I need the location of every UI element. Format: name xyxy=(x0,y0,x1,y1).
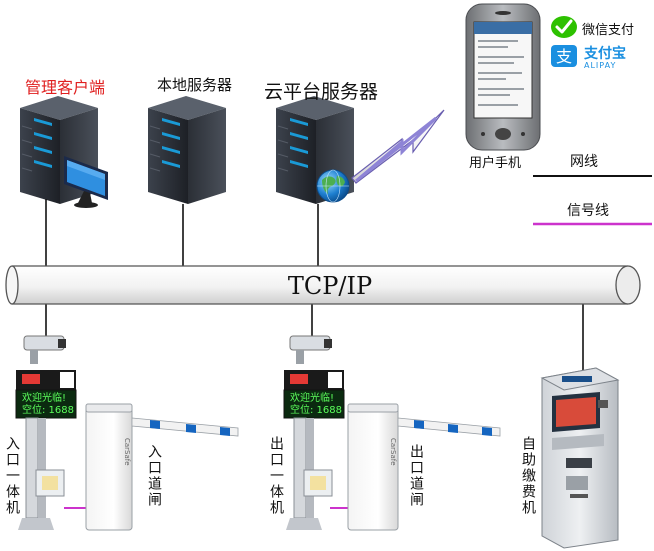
admin-client-label: 管理客户端 xyxy=(25,78,106,97)
smartphone-icon xyxy=(465,3,541,151)
network-links xyxy=(45,199,584,372)
barrier-gate-icon xyxy=(347,403,501,531)
wechat-pay-icon xyxy=(551,16,577,38)
alipay-en-label: ALIPAY xyxy=(584,61,616,70)
entry-unit-label: 入口一体机 xyxy=(4,436,20,516)
globe-icon xyxy=(316,169,350,203)
exit-display-line1: 欢迎光临! xyxy=(290,391,334,404)
camera-icon xyxy=(289,335,332,364)
exit-gate-brand: CarSafe xyxy=(389,438,397,466)
barrier-gate-icon xyxy=(85,403,239,531)
exit-display-line2: 空位: 1688 xyxy=(290,403,342,416)
user-phone-label: 用户手机 xyxy=(469,156,522,171)
exit-unit-label: 出口一体机 xyxy=(268,436,284,516)
tcp-ip-bus xyxy=(5,265,641,305)
entry-gate-brand: CarSafe xyxy=(123,438,131,466)
server-icon xyxy=(147,95,227,205)
wechat-pay-label: 微信支付 xyxy=(582,23,635,38)
bus-label: TCP/IP xyxy=(288,272,372,300)
entry-display-line1: 欢迎光临! xyxy=(22,391,66,404)
kiosk-icon xyxy=(540,367,620,549)
signal-lightning-link xyxy=(351,109,445,184)
entry-unit-body xyxy=(15,370,77,530)
legend-signal-label: 信号线 xyxy=(567,203,609,219)
kiosk-label: 自助缴费机 xyxy=(520,436,536,516)
legend-network-label: 网线 xyxy=(570,154,598,170)
monitor-icon xyxy=(64,156,108,208)
entry-gate-label: 入口道闸 xyxy=(146,444,162,508)
alipay-icon: 支 xyxy=(551,45,577,67)
exit-gate-label: 出口道闸 xyxy=(408,444,424,508)
entry-display-line2: 空位: 1688 xyxy=(22,403,74,416)
alipay-cn-label: 支付宝 xyxy=(584,46,626,62)
cloud-server-label: 云平台服务器 xyxy=(264,81,379,103)
exit-unit-body xyxy=(283,370,345,530)
svg-text:支: 支 xyxy=(556,47,572,66)
local-server-label: 本地服务器 xyxy=(157,76,233,94)
camera-icon xyxy=(23,335,66,364)
